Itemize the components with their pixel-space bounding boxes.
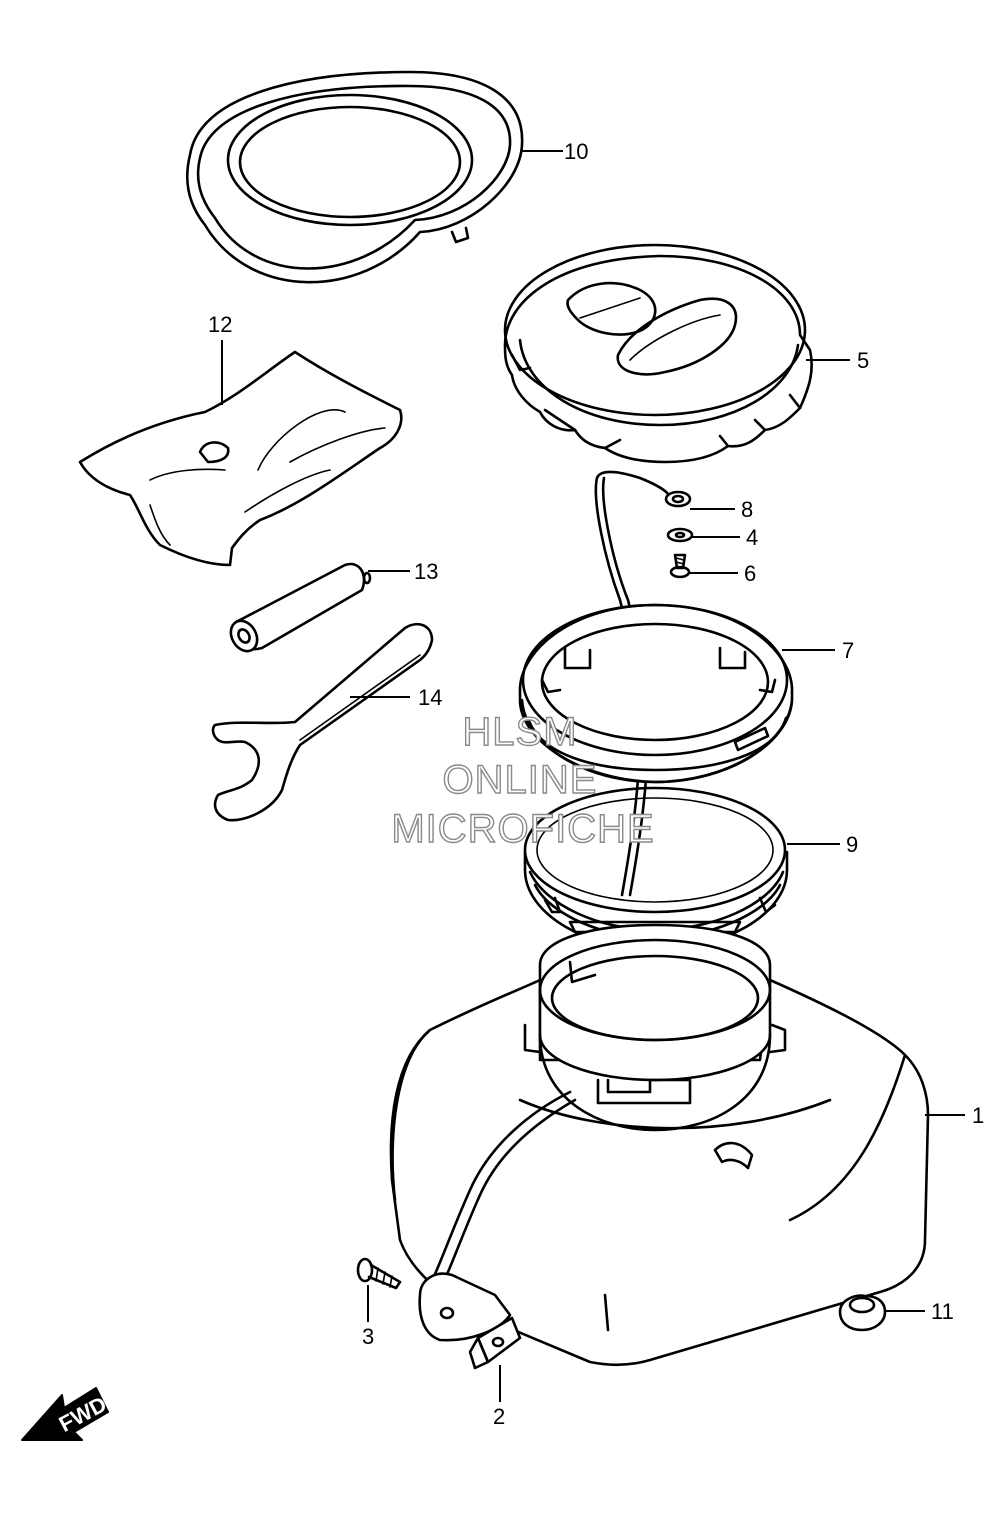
part-13-pin <box>229 562 372 653</box>
callout-7: 7 <box>842 638 854 663</box>
part-6-screw <box>669 553 691 579</box>
callout-13: 13 <box>414 559 438 584</box>
callout-8: 8 <box>741 497 753 522</box>
callout-2: 2 <box>493 1404 505 1429</box>
part-3-screw <box>356 1257 402 1290</box>
watermark-line-3: MICROFICHE <box>391 807 654 851</box>
part-2-clip <box>468 1316 522 1370</box>
fwd-arrow: FWD <box>21 1387 111 1441</box>
part-7-cap-ring <box>518 603 794 784</box>
watermark-line-1: HLSM <box>462 710 577 754</box>
part-1-fuel-tank <box>389 923 930 1367</box>
callouts: 10 12 5 8 4 6 13 7 14 9 1 3 11 2 <box>208 139 984 1429</box>
watermark: HLSM ONLINE MICROFICHE <box>391 709 655 851</box>
callout-10: 10 <box>564 139 588 164</box>
callout-12: 12 <box>208 312 232 337</box>
part-14-spanner <box>211 623 434 822</box>
part-11-grommet <box>838 1294 887 1332</box>
callout-1: 1 <box>972 1103 984 1128</box>
leader-lines <box>221 150 965 1402</box>
callout-3: 3 <box>362 1324 374 1349</box>
callout-4: 4 <box>746 525 758 550</box>
part-9-neck-ring <box>523 786 789 952</box>
part-8-tether-clip <box>595 470 692 508</box>
callout-5: 5 <box>857 348 869 373</box>
callout-11: 11 <box>931 1299 954 1324</box>
part-4-washer <box>666 527 694 543</box>
callout-14: 14 <box>418 685 442 710</box>
callout-9: 9 <box>846 832 858 857</box>
part-5-fuel-cap <box>503 243 813 464</box>
part-12-bag <box>78 350 403 567</box>
fwd-arrow-icon <box>21 1387 109 1441</box>
watermark-line-2: ONLINE <box>443 758 598 802</box>
part-10-gasket <box>185 70 524 284</box>
callout-6: 6 <box>744 561 756 586</box>
